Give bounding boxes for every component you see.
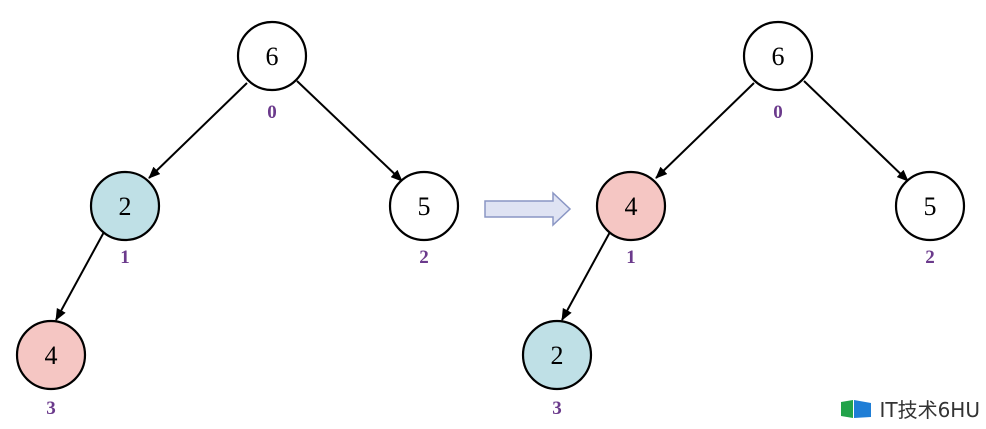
node-index: 3 — [552, 398, 562, 419]
node-index: 1 — [120, 247, 130, 268]
node-circle — [595, 170, 667, 242]
tree-after: 6 0 4 1 5 2 2 3 — [521, 20, 966, 419]
node-index: 2 — [419, 247, 429, 268]
node-circle — [236, 20, 308, 92]
node-circle — [89, 170, 161, 242]
node-value: 4 — [625, 192, 638, 221]
watermark-logo-icon — [841, 399, 872, 418]
node-index: 0 — [773, 102, 783, 123]
node-index: 2 — [925, 247, 935, 268]
tree-node: 5 2 — [388, 170, 460, 268]
node-index: 1 — [626, 247, 636, 268]
tree-node: 4 3 — [15, 319, 87, 419]
tree-node: 2 1 — [89, 170, 161, 268]
node-value: 4 — [45, 341, 58, 370]
edge-0-2 — [296, 80, 403, 182]
node-circle — [388, 170, 460, 242]
tree-node: 2 3 — [521, 319, 593, 419]
edge-0-2 — [803, 80, 909, 182]
tree-node: 6 0 — [236, 20, 308, 123]
node-index: 3 — [46, 398, 56, 419]
node-value: 2 — [551, 341, 564, 370]
watermark: IT技术6HU — [839, 394, 980, 423]
edge-1-3 — [561, 231, 611, 321]
edge-0-1 — [655, 82, 755, 179]
node-circle — [894, 170, 966, 242]
tree-node: 6 0 — [742, 20, 814, 123]
node-index: 0 — [267, 102, 277, 123]
node-circle — [521, 319, 593, 391]
node-value: 6 — [772, 42, 785, 71]
edge-0-1 — [148, 82, 248, 179]
node-value: 5 — [924, 192, 937, 221]
transition-arrow — [484, 191, 572, 227]
tree-before: 6 0 2 1 5 2 4 3 — [15, 20, 460, 419]
watermark-text: IT技术6HU — [879, 398, 980, 422]
node-value: 2 — [119, 192, 132, 221]
node-value: 6 — [266, 42, 279, 71]
tree-node: 5 2 — [894, 170, 966, 268]
node-value: 5 — [418, 192, 431, 221]
tree-node: 4 1 — [595, 170, 667, 268]
edge-1-3 — [55, 231, 105, 321]
node-circle — [15, 319, 87, 391]
node-circle — [742, 20, 814, 92]
